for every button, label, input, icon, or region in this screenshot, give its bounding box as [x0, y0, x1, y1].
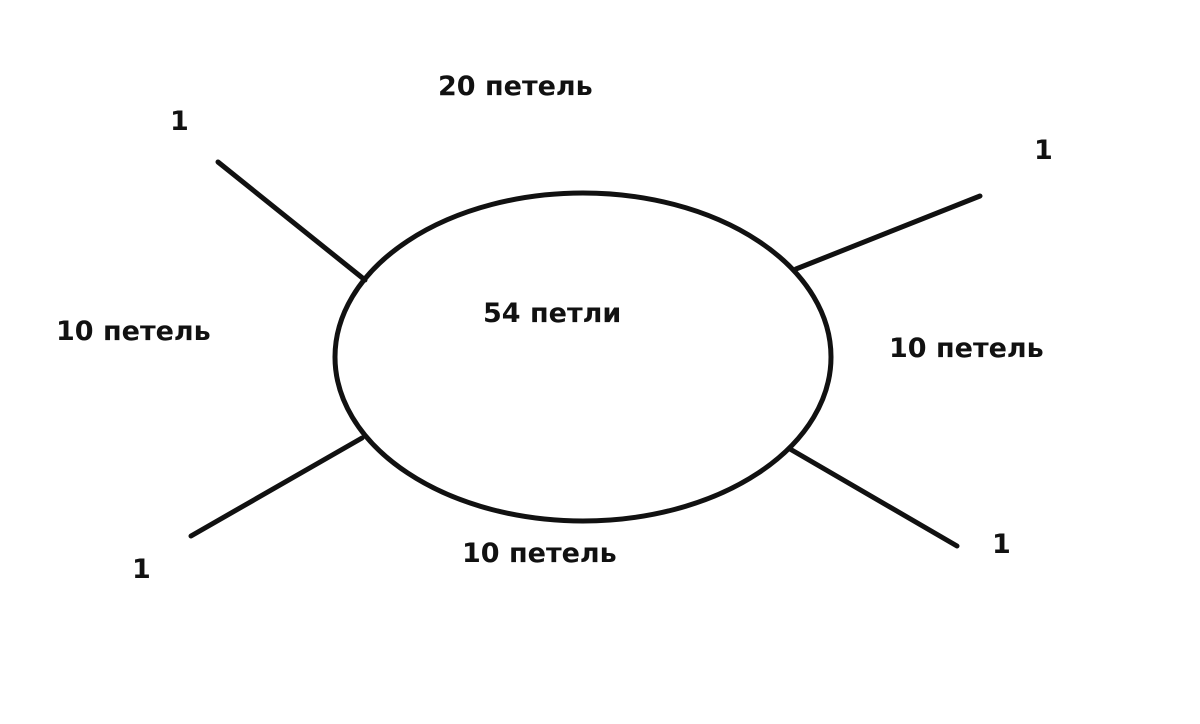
raglan-line-bottom-right [787, 446, 960, 549]
label-corner-top-right: 1 [1034, 135, 1053, 166]
neck-oval [332, 190, 834, 524]
raglan-line-bottom-left [188, 435, 365, 539]
label-bottom: 10 петель [462, 538, 617, 569]
label-corner-bottom-right: 1 [992, 529, 1011, 560]
label-left: 10 петель [56, 316, 211, 347]
label-top: 20 петель [438, 71, 593, 102]
raglan-line-top-left [215, 159, 368, 283]
raglan-line-top-right [793, 193, 983, 272]
label-corner-top-left: 1 [170, 106, 189, 137]
label-right: 10 петель [889, 333, 1044, 364]
label-corner-bottom-left: 1 [132, 554, 151, 585]
label-center: 54 петли [483, 298, 621, 329]
